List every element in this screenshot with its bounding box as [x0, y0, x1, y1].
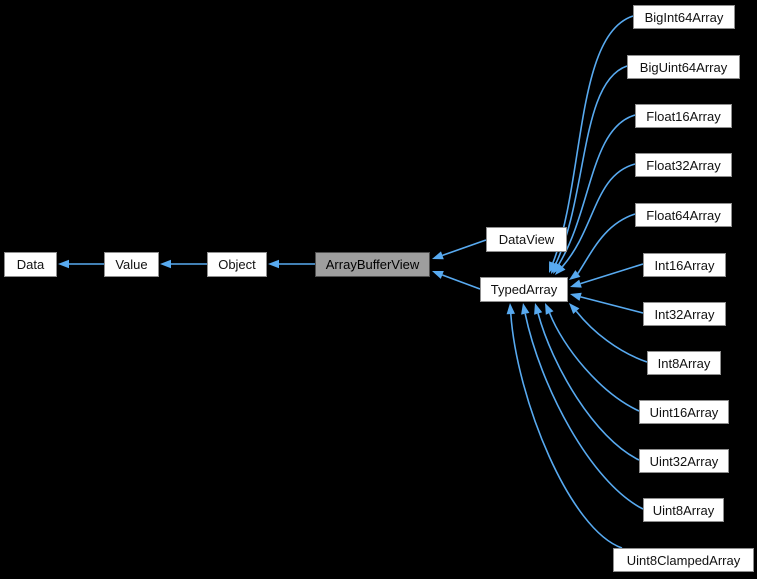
edge-uint8clampedarray-to-typedarray	[510, 313, 623, 549]
arrowhead-float64array-to-typedarray	[569, 270, 581, 280]
node-uint16array[interactable]: Uint16Array	[639, 400, 729, 424]
node-data[interactable]: Data	[4, 252, 57, 277]
node-float32array[interactable]: Float32Array	[635, 153, 732, 177]
edge-float16array-to-typedarray	[558, 114, 636, 266]
arrowhead-typedarray-to-arraybufferview	[432, 271, 444, 279]
node-uint32array[interactable]: Uint32Array	[639, 449, 729, 473]
edge-dataview-to-arraybufferview	[442, 239, 487, 257]
edge-int32array-to-typedarray	[580, 296, 644, 314]
node-bigint64array[interactable]: BigInt64Array	[633, 5, 735, 29]
edge-int16array-to-typedarray	[580, 263, 644, 285]
node-int8array[interactable]: Int8Array	[647, 351, 721, 375]
arrowhead-int16array-to-typedarray	[570, 279, 582, 288]
node-float64array[interactable]: Float64Array	[635, 203, 732, 227]
node-uint8clampedarray[interactable]: Uint8ClampedArray	[613, 548, 754, 572]
edge-uint8array-to-typedarray	[524, 313, 644, 510]
node-uint8array[interactable]: Uint8Array	[643, 498, 724, 522]
arrowhead-int32array-to-typedarray	[570, 292, 582, 301]
edge-float64array-to-typedarray	[577, 213, 636, 274]
node-float16array[interactable]: Float16Array	[635, 104, 732, 128]
edge-bigint64array-to-typedarray	[552, 15, 634, 263]
edge-uint32array-to-typedarray	[537, 313, 640, 461]
node-object[interactable]: Object	[207, 252, 267, 277]
node-dataview[interactable]: DataView	[486, 227, 567, 252]
arrowhead-uint16array-to-typedarray	[545, 303, 554, 315]
arrowhead-uint32array-to-typedarray	[534, 303, 543, 315]
arrowhead-float32array-to-typedarray	[555, 264, 566, 275]
arrowhead-object-to-value	[160, 259, 171, 269]
node-int32array[interactable]: Int32Array	[643, 302, 726, 326]
edge-float32array-to-typedarray	[561, 163, 636, 268]
edge-uint16array-to-typedarray	[548, 312, 640, 412]
node-biguint64array[interactable]: BigUint64Array	[627, 55, 740, 79]
node-int16array[interactable]: Int16Array	[643, 253, 726, 277]
node-value[interactable]: Value	[104, 252, 159, 277]
arrowhead-uint8clampedarray-to-typedarray	[506, 303, 515, 315]
arrowhead-arraybufferview-to-object	[268, 259, 279, 269]
node-typedarray[interactable]: TypedArray	[480, 277, 568, 302]
edge-typedarray-to-arraybufferview	[442, 274, 481, 290]
arrowhead-dataview-to-arraybufferview	[432, 251, 444, 260]
node-arraybufferview[interactable]: ArrayBufferView	[315, 252, 430, 277]
edge-int8array-to-typedarray	[575, 310, 648, 363]
arrowhead-int8array-to-typedarray	[569, 303, 580, 314]
arrowhead-value-to-data	[58, 259, 69, 269]
arrowhead-uint8array-to-typedarray	[521, 303, 530, 315]
